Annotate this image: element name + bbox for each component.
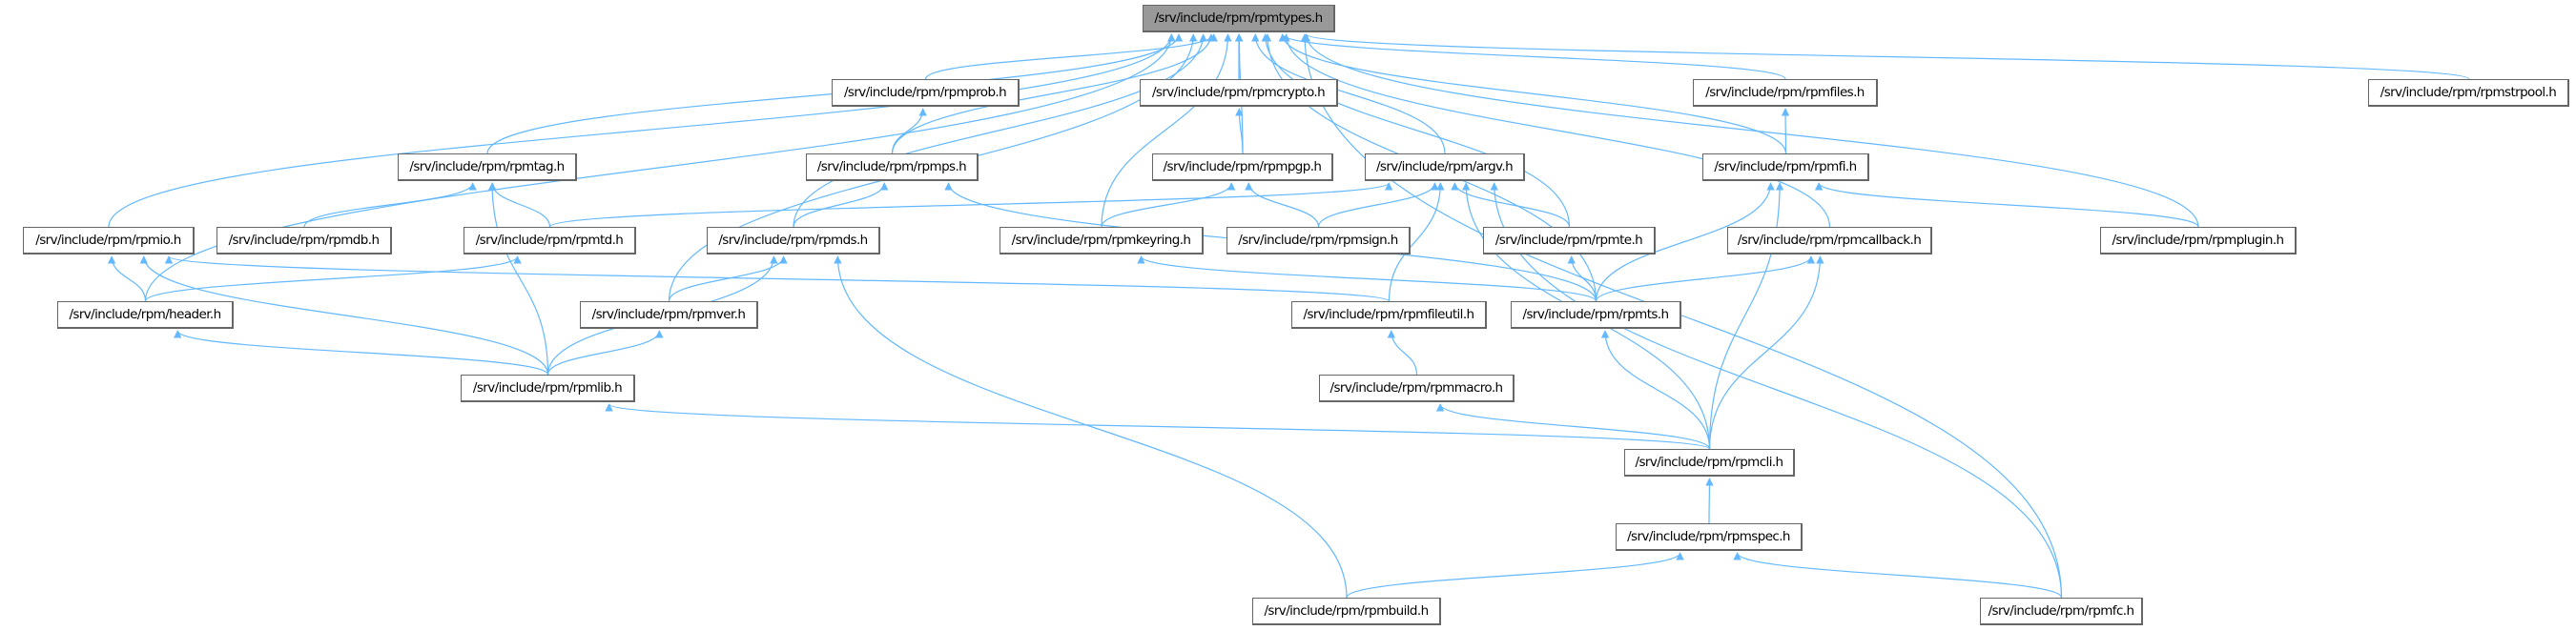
node-rpmmacro[interactable]: /srv/include/rpm/rpmmacro.h: [1319, 375, 1515, 402]
edge-rpmcli-to-rpmts: [1600, 330, 1711, 450]
node-rpmts[interactable]: /srv/include/rpm/rpmts.h: [1511, 301, 1681, 329]
edge-rpmio-to-rpmtypes: [108, 33, 1176, 228]
edge-rpmds-to-rpmtypes: [793, 33, 1207, 228]
node-rpmplugin[interactable]: /srv/include/rpm/rpmplugin.h: [2100, 227, 2297, 254]
node-rpmbuild[interactable]: /srv/include/rpm/rpmbuild.h: [1252, 598, 1441, 625]
node-rpmtypes: /srv/include/rpm/rpmtypes.h: [1143, 5, 1335, 32]
node-rpmsign[interactable]: /srv/include/rpm/rpmsign.h: [1226, 227, 1411, 254]
edge-rpmstrpool-to-rpmtypes: [1302, 33, 2470, 80]
edge-rpmte-to-rpmtypes: [1261, 33, 1571, 228]
edge-rpmcli-to-rpmcallback: [1708, 255, 1824, 450]
edge-rpmprob-to-rpmtypes: [924, 33, 1218, 80]
node-rpmlib[interactable]: /srv/include/rpm/rpmlib.h: [461, 375, 635, 402]
edge-rpmdb-to-rpmtag: [303, 182, 477, 228]
edge-header-to-rpmtypes: [144, 33, 1176, 302]
edge-rpmfc-to-argv: [1490, 182, 2063, 599]
edge-rpmts-to-rpmcallback: [1595, 255, 1816, 302]
edge-rpmcli-to-rpmlib: [605, 403, 1711, 450]
node-argv[interactable]: /srv/include/rpm/argv.h: [1365, 153, 1525, 181]
edge-rpmts-to-rpmkeyring: [1137, 255, 1597, 302]
node-rpmspec[interactable]: /srv/include/rpm/rpmspec.h: [1616, 523, 1803, 551]
node-rpmcrypto[interactable]: /srv/include/rpm/rpmcrypto.h: [1140, 79, 1338, 107]
node-rpmfileutil[interactable]: /srv/include/rpm/rpmfileutil.h: [1291, 301, 1487, 329]
node-rpmte[interactable]: /srv/include/rpm/rpmte.h: [1483, 227, 1656, 254]
edge-argv-to-rpmtypes: [1251, 33, 1446, 154]
edge-header-to-rpmio: [107, 255, 147, 302]
node-rpmfiles[interactable]: /srv/include/rpm/rpmfiles.h: [1693, 79, 1878, 107]
edge-rpmts-to-rpmfi: [1595, 182, 1775, 302]
edge-rpmtd-to-rpmtag: [488, 182, 551, 228]
edge-rpmfileutil-to-argv: [1388, 182, 1445, 302]
edge-rpmfc-to-rpmspec: [1733, 552, 2063, 599]
edge-rpmsign-to-argv: [1317, 182, 1439, 228]
edge-rpmver-to-rpmds: [668, 255, 788, 302]
edge-header-to-rpmtd: [144, 255, 522, 302]
edge-rpmte-to-argv: [1451, 182, 1571, 228]
node-rpmds[interactable]: /srv/include/rpm/rpmds.h: [707, 227, 880, 254]
edge-rpmbuild-to-rpmds: [834, 255, 1348, 599]
node-rpmfc[interactable]: /srv/include/rpm/rpmfc.h: [1980, 598, 2143, 625]
edge-rpmts-to-rpmte: [1567, 255, 1597, 302]
edge-rpmtd-to-argv: [548, 182, 1393, 228]
node-rpmtag[interactable]: /srv/include/rpm/rpmtag.h: [398, 153, 577, 181]
edge-rpmfiles-to-rpmtypes: [1278, 33, 1786, 80]
edge-rpmlib-to-rpmtag: [487, 182, 549, 376]
node-rpmver[interactable]: /srv/include/rpm/rpmver.h: [580, 301, 758, 329]
node-rpmdb[interactable]: /srv/include/rpm/rpmdb.h: [216, 227, 392, 254]
edge-rpmps-to-rpmprob: [891, 108, 927, 154]
node-rpmps[interactable]: /srv/include/rpm/rpmps.h: [806, 153, 979, 181]
edge-rpmkeyring-to-rpmpgp: [1101, 182, 1236, 228]
node-header[interactable]: /srv/include/rpm/header.h: [57, 301, 234, 329]
edge-rpmlib-to-header: [174, 330, 549, 376]
node-rpmtd[interactable]: /srv/include/rpm/rpmtd.h: [464, 227, 636, 254]
edge-rpmcli-to-rpmmacro: [1435, 403, 1711, 450]
edge-rpmfc-to-rpmtypes: [1300, 33, 2063, 599]
node-rpmkeyring[interactable]: /srv/include/rpm/rpmkeyring.h: [999, 227, 1204, 254]
node-rpmprob[interactable]: /srv/include/rpm/rpmprob.h: [832, 79, 1020, 107]
edge-rpmkeyring-to-rpmtypes: [1101, 33, 1232, 228]
node-rpmstrpool[interactable]: /srv/include/rpm/rpmstrpool.h: [2368, 79, 2569, 107]
edge-rpmcli-to-rpmfi: [1708, 182, 1784, 450]
edge-rpmmacro-to-rpmfileutil: [1387, 330, 1418, 376]
edge-rpmpgp-to-rpmcrypto: [1235, 108, 1244, 154]
node-rpmcli[interactable]: /srv/include/rpm/rpmcli.h: [1624, 449, 1795, 477]
node-rpmpgp[interactable]: /srv/include/rpm/rpmpgp.h: [1152, 153, 1333, 181]
node-rpmcallback[interactable]: /srv/include/rpm/rpmcallback.h: [1727, 227, 1932, 254]
edge-rpmlib-to-rpmio: [139, 255, 549, 376]
edge-rpmplugin-to-rpmtypes: [1302, 33, 2199, 228]
edge-rpmfileutil-to-rpmio: [165, 255, 1391, 302]
edge-rpmbuild-to-rpmspec: [1346, 552, 1684, 599]
edge-rpmsign-to-rpmpgp: [1245, 182, 1320, 228]
edge-rpmcallback-to-rpmtypes: [1282, 33, 1831, 228]
edge-rpmds-to-rpmps: [793, 182, 889, 228]
node-rpmfi[interactable]: /srv/include/rpm/rpmfi.h: [1702, 153, 1869, 181]
edge-rpmplugin-to-rpmfi: [1815, 182, 2199, 228]
edge-rpmlib-to-rpmver: [546, 330, 664, 376]
node-rpmio[interactable]: /srv/include/rpm/rpmio.h: [23, 227, 195, 254]
